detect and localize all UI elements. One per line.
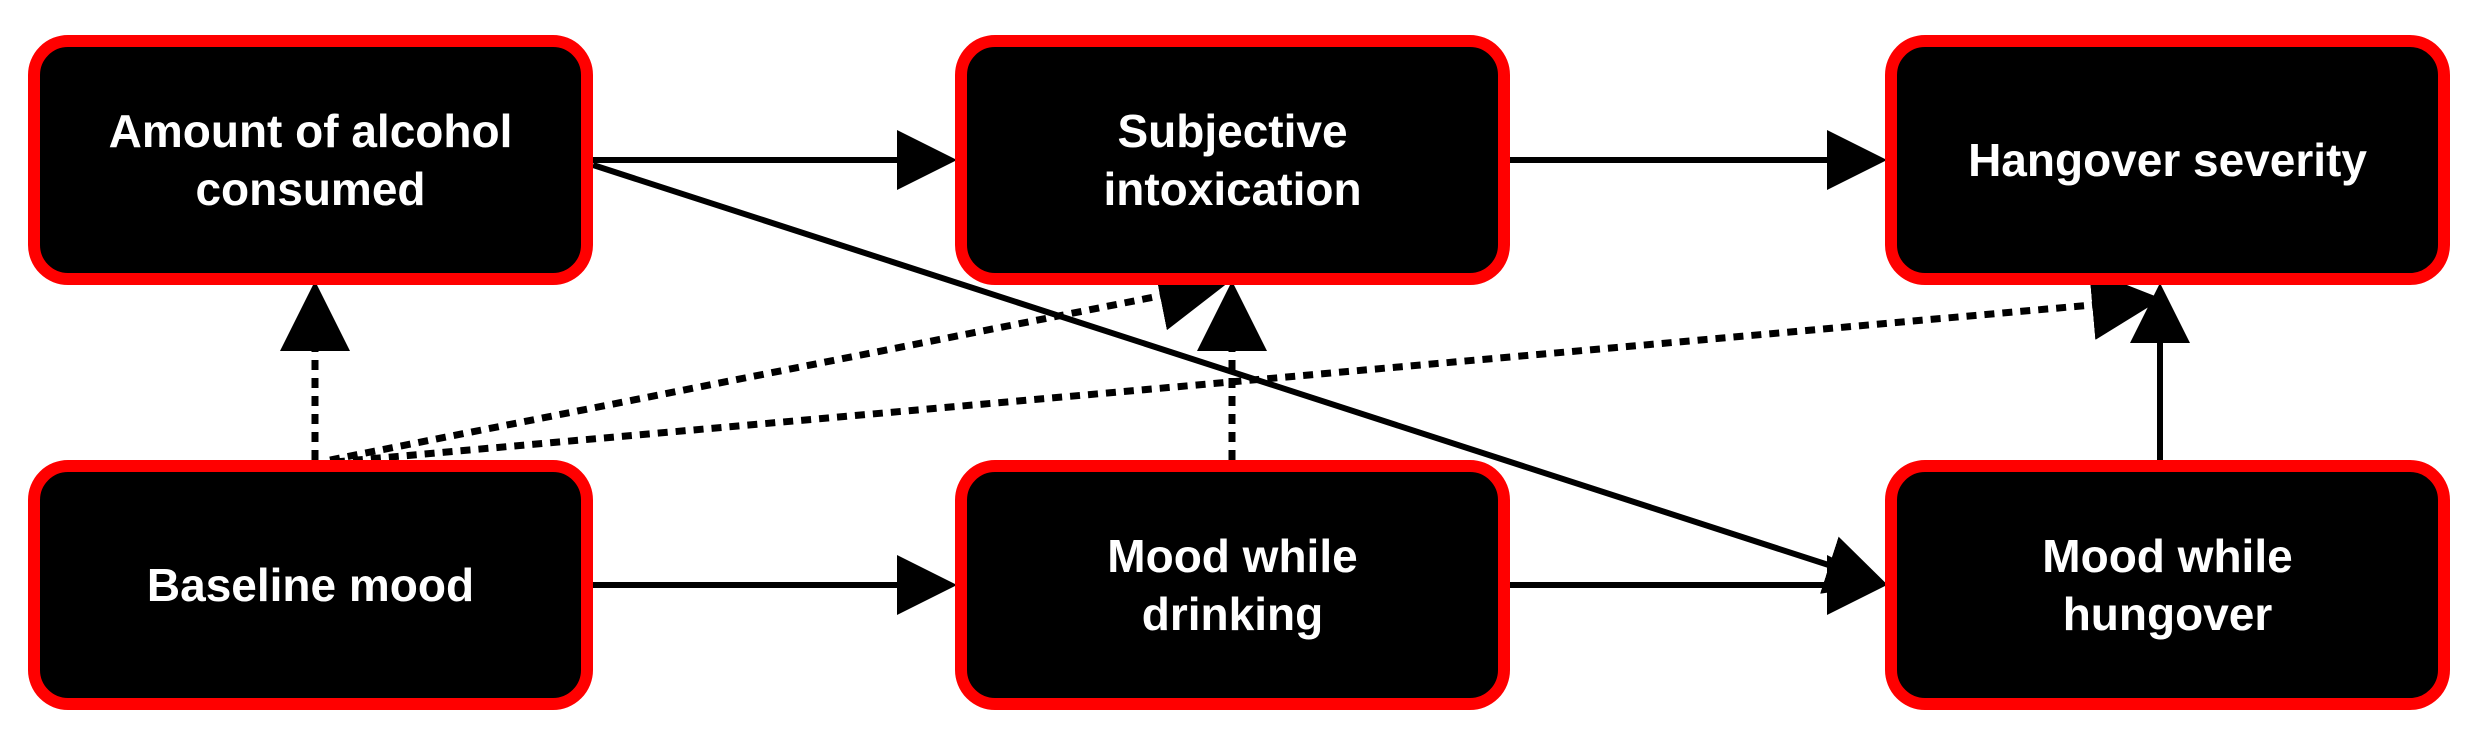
edge-baseline-to-hangover xyxy=(334,270,2162,466)
node-hangover-severity: Hangover severity xyxy=(1885,35,2450,285)
node-mood-while-drinking: Mood while drinking xyxy=(955,460,1510,710)
node-baseline-mood: Baseline mood xyxy=(28,460,593,710)
edge-amount-to-mood-hungover xyxy=(592,162,1887,594)
node-mood-while-hungover: Mood while hungover xyxy=(1885,460,2450,710)
edge-baseline-to-subjective xyxy=(329,261,1229,464)
node-subjective-intoxication: Subjective intoxication xyxy=(955,35,1510,285)
node-amount-of-alcohol: Amount of alcohol consumed xyxy=(28,35,593,285)
